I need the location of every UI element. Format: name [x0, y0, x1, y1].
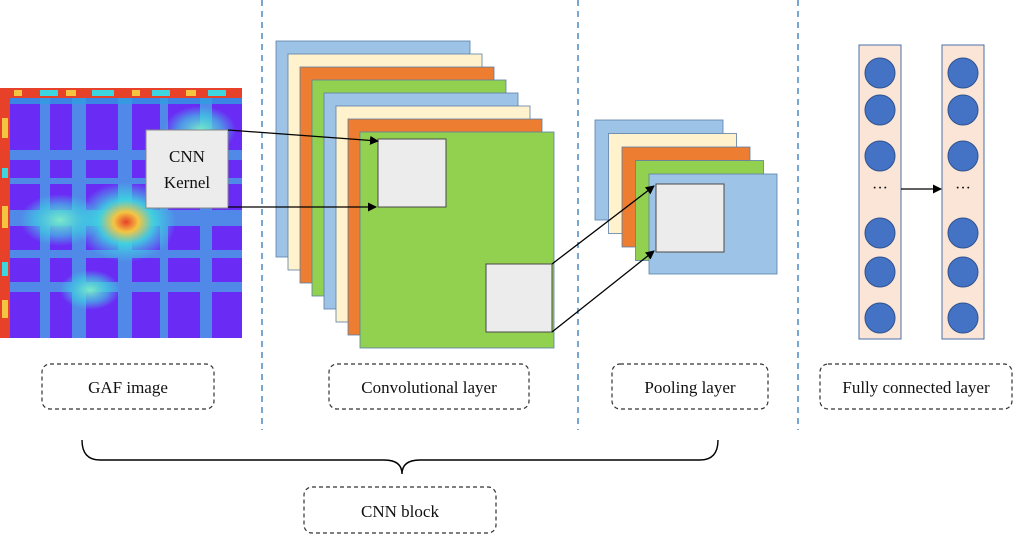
- gaf-image: CNN Kernel: [0, 88, 242, 338]
- fc-neuron-2-1: [947, 57, 979, 89]
- cnn-block-label: CNN block: [361, 502, 439, 521]
- conv-feature-region-1: [377, 138, 447, 208]
- fc-layer-label-box: [819, 363, 1013, 410]
- pooling-arrows: [551, 185, 655, 333]
- fc-column-1: [858, 44, 902, 340]
- cnn-kernel-label-line2: Kernel: [164, 173, 211, 192]
- fc-neuron-2-5: [947, 256, 979, 288]
- fully-connected-layer: ··· ···: [858, 44, 985, 340]
- fc-neuron-2-2: [947, 94, 979, 126]
- fc-layer-label: Fully connected layer: [842, 378, 990, 397]
- fc-ellipsis-1: ···: [872, 180, 888, 197]
- cnn-block-label-box: [303, 486, 497, 534]
- conv-layer-label-box: [328, 363, 530, 410]
- gaf-top-band: [0, 88, 242, 104]
- fc-neuron-2-4: [947, 217, 979, 249]
- fc-neuron-1-1: [864, 57, 896, 89]
- fc-neuron-1-4: [864, 217, 896, 249]
- gaf-softspot-1: [20, 194, 100, 246]
- fc-neuron-1-6: [864, 302, 896, 334]
- pool-arrow-bottom: [551, 250, 655, 333]
- pool-arrow-top: [551, 185, 655, 265]
- pool-layer-label-box: [611, 363, 769, 410]
- section-dividers: [261, 0, 799, 430]
- fc-neuron-1-5: [864, 256, 896, 288]
- fc-ellipsis-2: ···: [955, 180, 971, 197]
- fc-neurons: [864, 57, 979, 334]
- fc-neuron-2-3: [947, 140, 979, 172]
- pool-layer-label: Pooling layer: [644, 378, 735, 397]
- fc-neuron-1-2: [864, 94, 896, 126]
- conv-layer-label: Convolutional layer: [361, 378, 497, 397]
- cnn-kernel-label-line1: CNN: [169, 147, 205, 166]
- pool-feature-region: [655, 183, 725, 253]
- kernel-arrows: [227, 129, 379, 212]
- gaf-image-label-box: [41, 363, 215, 410]
- cnn-kernel-box: [145, 129, 229, 209]
- gaf-image-label: GAF image: [88, 378, 168, 397]
- gaf-softspot-3: [60, 270, 120, 310]
- fc-column-2: [941, 44, 985, 340]
- gaf-left-band: [0, 98, 10, 338]
- fc-neuron-2-6: [947, 302, 979, 334]
- conv-feature-region-2: [485, 263, 553, 333]
- section-labels: GAF image Convolutional layer Pooling la…: [41, 363, 1013, 410]
- fc-neuron-1-3: [864, 140, 896, 172]
- kernel-arrow-top: [227, 129, 379, 145]
- cnn-block-brace: [81, 439, 719, 475]
